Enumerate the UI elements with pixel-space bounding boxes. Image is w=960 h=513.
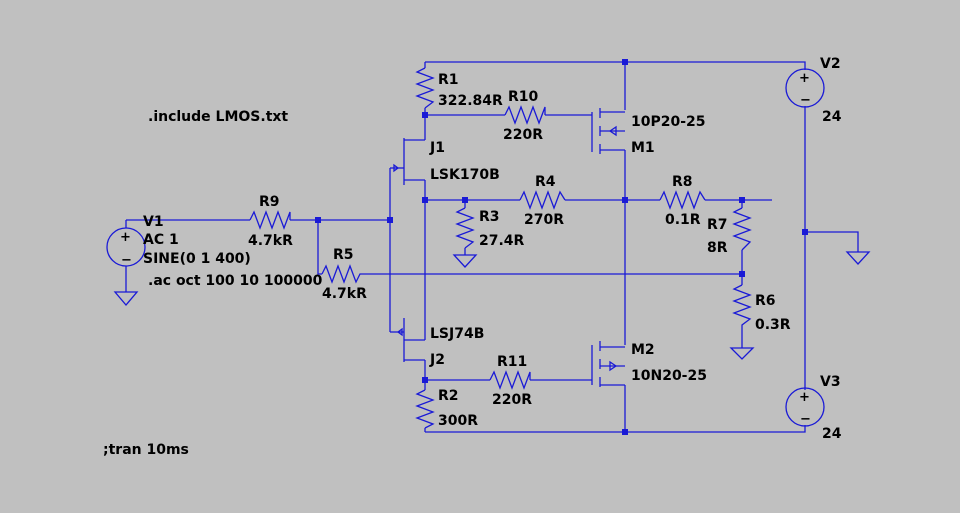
r9-name-label: R9 bbox=[259, 194, 280, 210]
r8-value-label: 0.1R bbox=[665, 212, 701, 228]
resistor-r6[interactable] bbox=[732, 284, 752, 330]
resistor-r3[interactable] bbox=[455, 207, 475, 249]
junction-dots bbox=[315, 59, 808, 435]
j1-model-label: LSK170B bbox=[430, 167, 500, 183]
minus-icon: − bbox=[800, 93, 811, 108]
minus-icon: − bbox=[800, 412, 811, 427]
m1-model-label: 10P20-25 bbox=[631, 114, 706, 130]
ground-icon bbox=[452, 254, 478, 268]
jfet-j2[interactable] bbox=[396, 318, 425, 362]
v1-name-label: V1 bbox=[143, 214, 164, 230]
v2-value-label: 24 bbox=[822, 109, 842, 125]
j1-name-label: J1 bbox=[429, 140, 445, 156]
v1-line1-label: AC 1 bbox=[143, 232, 179, 248]
ground-icon bbox=[729, 347, 755, 360]
r1-value-label: 322.84R bbox=[438, 93, 503, 109]
r10-name-label: R10 bbox=[508, 89, 539, 105]
voltage-source-v3[interactable]: + − bbox=[785, 387, 825, 427]
wires bbox=[125, 61, 859, 433]
r2-name-label: R2 bbox=[438, 388, 459, 404]
r7-name-label: R7 bbox=[707, 217, 728, 233]
resistor-r1[interactable] bbox=[415, 67, 435, 109]
plus-icon: + bbox=[120, 230, 131, 245]
plus-icon: + bbox=[799, 390, 810, 405]
resistor-r9[interactable] bbox=[249, 210, 291, 230]
r9-value-label: 4.7kR bbox=[248, 233, 293, 249]
include-directive[interactable]: .include LMOS.txt bbox=[148, 109, 288, 125]
v3-name-label: V3 bbox=[820, 374, 841, 390]
resistor-r5[interactable] bbox=[321, 264, 362, 284]
r7-value-label: 8R bbox=[707, 240, 728, 256]
ground-icon bbox=[113, 291, 139, 307]
ground-icon bbox=[845, 251, 871, 265]
resistor-r4[interactable] bbox=[519, 190, 566, 210]
r10-value-label: 220R bbox=[503, 127, 543, 143]
minus-icon: − bbox=[121, 253, 132, 268]
r3-value-label: 27.4R bbox=[479, 233, 525, 249]
r11-name-label: R11 bbox=[497, 354, 527, 370]
mosfet-m1[interactable] bbox=[591, 108, 625, 154]
v3-value-label: 24 bbox=[822, 426, 842, 442]
mosfet-m2[interactable] bbox=[591, 341, 625, 387]
resistor-r2[interactable] bbox=[415, 389, 435, 429]
resistor-r10[interactable] bbox=[504, 105, 546, 125]
resistor-r11[interactable] bbox=[489, 370, 531, 390]
ac-directive[interactable]: .ac oct 100 10 100000 bbox=[148, 273, 323, 289]
resistor-r7[interactable] bbox=[732, 207, 752, 251]
r3-name-label: R3 bbox=[479, 209, 500, 225]
r2-value-label: 300R bbox=[438, 413, 478, 429]
v1-line2-label: SINE(0 1 400) bbox=[143, 251, 251, 267]
j2-model-label: LSJ74B bbox=[430, 326, 484, 342]
r5-value-label: 4.7kR bbox=[322, 286, 367, 302]
r6-name-label: R6 bbox=[755, 293, 776, 309]
m2-model-label: 10N20-25 bbox=[631, 368, 707, 384]
r8-name-label: R8 bbox=[672, 174, 693, 190]
plus-icon: + bbox=[799, 71, 810, 86]
tran-directive[interactable]: ;tran 10ms bbox=[103, 442, 189, 458]
r5-name-label: R5 bbox=[333, 247, 354, 263]
r6-value-label: 0.3R bbox=[755, 317, 791, 333]
j2-name-label: J2 bbox=[429, 352, 445, 368]
resistor-r8[interactable] bbox=[659, 190, 706, 210]
r1-name-label: R1 bbox=[438, 72, 459, 88]
r4-value-label: 270R bbox=[524, 212, 564, 228]
m1-name-label: M1 bbox=[631, 140, 655, 156]
voltage-source-v2[interactable]: + − bbox=[785, 68, 825, 108]
v2-name-label: V2 bbox=[820, 56, 841, 72]
r4-name-label: R4 bbox=[535, 174, 556, 190]
r11-value-label: 220R bbox=[492, 392, 532, 408]
m2-name-label: M2 bbox=[631, 342, 655, 358]
jfet-j1[interactable] bbox=[393, 138, 425, 185]
voltage-source-v1[interactable]: + − bbox=[106, 227, 146, 268]
